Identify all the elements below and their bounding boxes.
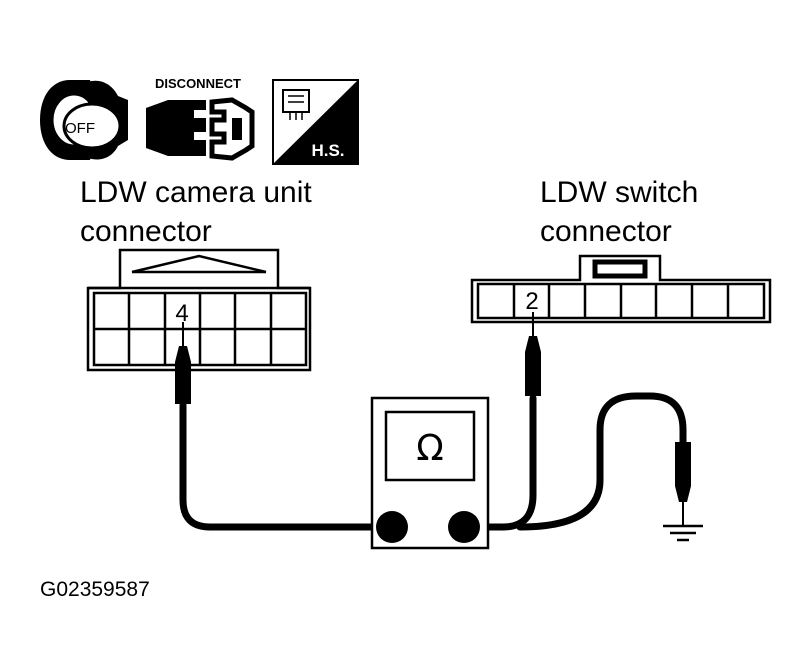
camera-connector-label-line1: LDW camera unit xyxy=(80,176,312,209)
ignition-key-off-icon: OFF xyxy=(40,80,128,160)
probe-ground xyxy=(675,442,691,522)
figure-code: G02359587 xyxy=(40,578,150,601)
camera-connector-label-line2: connector xyxy=(80,215,212,248)
test-lead-right xyxy=(460,394,537,531)
probe-switch-pin-2 xyxy=(525,312,541,396)
camera-connector-pin-number: 4 xyxy=(175,300,188,327)
switch-connector: 2 xyxy=(470,254,772,324)
test-lead-ground xyxy=(516,392,687,531)
disconnect-label: DISCONNECT xyxy=(155,76,241,91)
camera-unit-connector: 4 xyxy=(86,248,312,372)
ohm-symbol: Ω xyxy=(416,428,444,469)
ground-symbol-icon xyxy=(663,520,703,542)
ohmmeter-icon: Ω xyxy=(370,396,490,550)
harness-side-label: H.S. xyxy=(311,141,344,160)
ignition-off-label: OFF xyxy=(65,120,95,137)
probe-camera-pin-4 xyxy=(175,322,191,404)
switch-connector-pin-number: 2 xyxy=(525,288,538,315)
switch-connector-label-line2: connector xyxy=(540,215,672,248)
switch-connector-label-line1: LDW switch xyxy=(540,176,698,209)
meter-terminal-left xyxy=(376,511,408,543)
harness-side-icon: H.S. xyxy=(272,79,359,165)
disconnect-connector-icon: DISCONNECT xyxy=(146,76,255,161)
meter-terminal-right xyxy=(448,511,480,543)
test-lead-left xyxy=(179,401,396,531)
